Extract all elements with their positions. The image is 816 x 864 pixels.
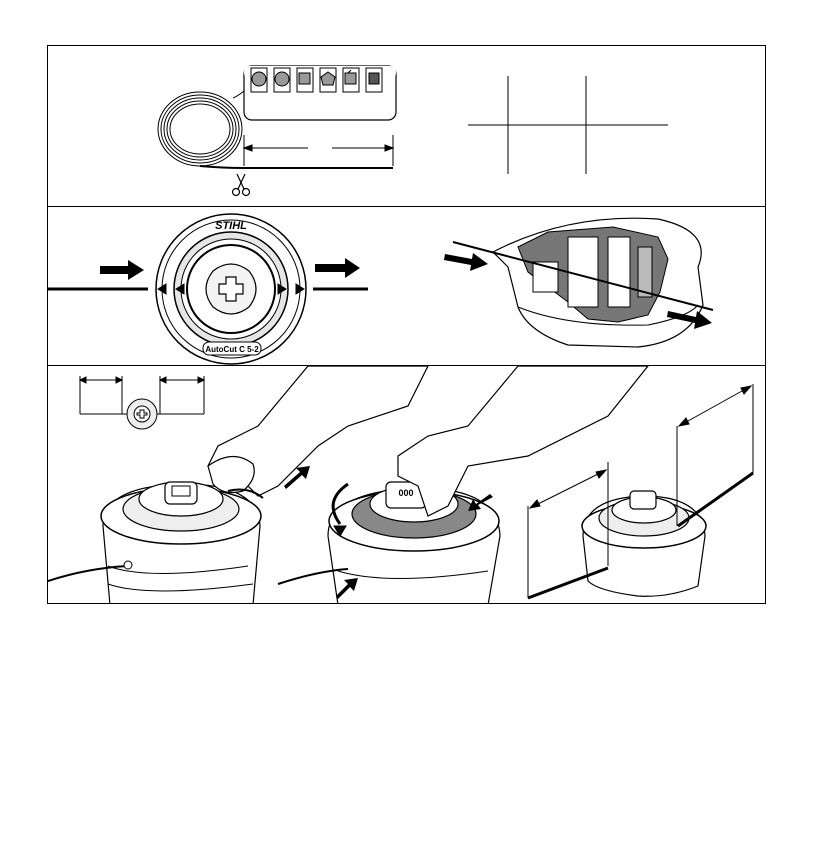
twisted-profile-icon <box>366 68 382 92</box>
line-profiles-box <box>244 66 396 120</box>
arrow-right-icon <box>100 260 144 280</box>
square-profile-icon <box>297 68 313 92</box>
star-profile-icon <box>343 68 359 92</box>
arrow-right-icon <box>315 258 360 278</box>
pentagon-profile-icon <box>320 68 336 92</box>
hand-middle-icon <box>398 366 648 516</box>
model-badge: AutoCut C 5-2 <box>203 342 261 355</box>
arrow-in-icon <box>444 253 488 271</box>
hand-left-icon <box>208 366 428 496</box>
line-data-table <box>468 76 668 174</box>
scissors-icon <box>233 174 250 196</box>
brand-mark-label: STIHL <box>215 220 247 232</box>
line-length-dimension <box>244 135 393 166</box>
winding-panel: 000 <box>47 365 766 604</box>
round-profile-icon <box>251 68 267 92</box>
callout-line <box>233 91 244 98</box>
line-length-sketch <box>80 376 204 429</box>
spool-marking: 000 <box>398 488 413 498</box>
line-insertion-panel: STIHL AutoCut C 5-2 <box>47 206 766 366</box>
round-toothed-profile-icon <box>274 68 290 92</box>
model-label: AutoCut C 5-2 <box>205 345 259 354</box>
line-selection-panel <box>47 45 766 207</box>
head-middle-view <box>278 482 500 604</box>
head-left-view <box>48 482 261 604</box>
line-end-right <box>678 473 753 526</box>
mowing-head-cutaway <box>493 218 703 347</box>
head-right-view <box>582 491 706 596</box>
